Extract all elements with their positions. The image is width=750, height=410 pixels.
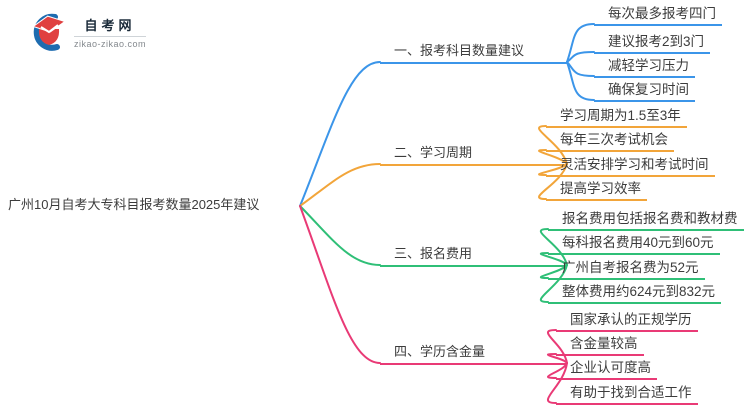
connector-line: [546, 353, 568, 364]
logo-divider: [74, 35, 147, 37]
connector-line: [539, 264, 568, 303]
leaf-node: 灵活安排学习和考试时间: [546, 155, 715, 177]
leaf-node: 学习周期为1.5至3年: [546, 106, 687, 128]
connector-line: [538, 163, 568, 200]
branch-node: 二、学习周期: [380, 142, 567, 166]
leaf-node: 每次最多报考四门: [594, 4, 722, 26]
branch-node: 三、报名费用: [380, 243, 567, 267]
connector-line: [547, 362, 568, 404]
leaf-node: 有助于找到合适工作: [556, 383, 698, 405]
leaf-node: 每年三次考试机会: [546, 130, 674, 152]
connector-line: [539, 264, 568, 279]
branch-node: 一、报考科目数量建议: [380, 40, 567, 64]
site-logo[interactable]: 自考网 zikao-zikao.com: [28, 12, 147, 54]
connector-line: [566, 23, 595, 63]
connector-line: [546, 362, 568, 379]
connector-line: [566, 51, 595, 63]
connector-line: [539, 252, 568, 266]
logo-title: 自考网: [84, 17, 136, 33]
connector-line: [538, 125, 568, 165]
leaf-node: 企业认可度高: [556, 358, 657, 380]
connector-line: [538, 149, 568, 165]
leaf-node: 确保复习时间: [594, 80, 695, 102]
connector-line: [299, 163, 381, 207]
leaf-node: 整体费用约624元到832元: [548, 282, 722, 304]
leaf-node: 国家承认的正规学历: [556, 310, 698, 332]
connector-line: [299, 205, 381, 266]
leaf-node: 减轻学习压力: [594, 56, 695, 78]
connector-line: [566, 61, 595, 101]
connector-line: [539, 228, 568, 266]
branch-node: 四、学历含金量: [380, 341, 567, 365]
graduation-cap-logo-icon: [32, 13, 66, 51]
logo-domain: zikao-zikao.com: [74, 38, 147, 49]
leaf-node: 报名费用包括报名费和教材费: [548, 209, 744, 231]
root-node: 广州10月自考大专科目报考数量2025年建议: [8, 197, 260, 212]
leaf-node: 每科报名费用40元到60元: [548, 233, 720, 255]
leaf-node: 提高学习效率: [546, 179, 647, 201]
connector-line: [299, 205, 381, 364]
leaf-node: 含金量较高: [556, 334, 644, 356]
connector-line: [547, 329, 568, 364]
connector-line: [299, 61, 381, 207]
leaf-node: 广州自考报名费为52元: [548, 258, 705, 280]
leaf-node: 建议报考2到3门: [594, 32, 711, 54]
